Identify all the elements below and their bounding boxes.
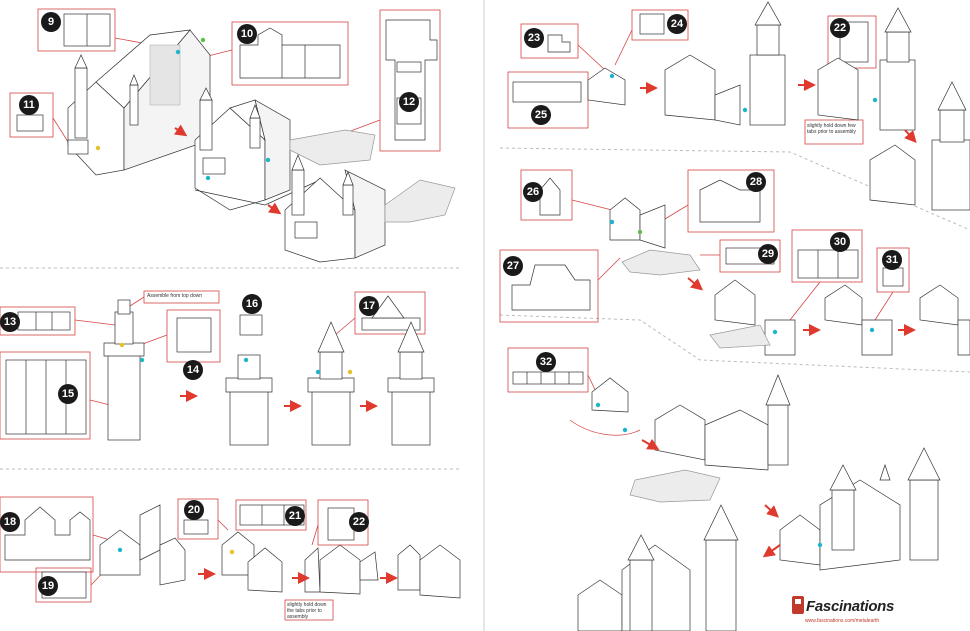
parts-9-12: [16, 13, 438, 141]
step-badge-27: 27: [503, 256, 523, 276]
step-badge-13: 13: [0, 312, 20, 332]
note-hold-down-left: slightly hold down the tabs prior to ass…: [287, 602, 327, 620]
step-badge-15: 15: [58, 384, 78, 404]
note-hold-down-right: slightly hold down few tabs prior to ass…: [807, 123, 856, 135]
step-badge-20: 20: [184, 500, 204, 520]
part-32: [512, 371, 584, 385]
step-badge-10: 10: [237, 24, 257, 44]
step-badge-31: 31: [882, 250, 902, 270]
leader-lines-5: [499, 169, 910, 323]
building-models-row3: [99, 504, 461, 599]
step-badge-12: 12: [399, 92, 419, 112]
step-badge-21: 21: [285, 506, 305, 526]
final-castle-models: [569, 374, 941, 631]
step-badge-29: 29: [758, 244, 778, 264]
castle-model-1: [67, 29, 211, 176]
step-badge-22b: 22: [830, 18, 850, 38]
castle-models-row-right-1: [587, 1, 970, 211]
parts-23-25: [512, 13, 869, 103]
note-top-down: Assemble from top down: [147, 293, 203, 299]
step-badge-14: 14: [183, 360, 203, 380]
castle-model-3: [284, 154, 456, 263]
tower-models: [103, 299, 435, 446]
step-badge-26: 26: [523, 182, 543, 202]
step-badge-18: 18: [0, 512, 20, 532]
step-badge-30: 30: [830, 232, 850, 252]
brand-logo: [792, 596, 804, 614]
step-badge-25: 25: [531, 105, 551, 125]
step-badge-28: 28: [746, 172, 766, 192]
parts-13-17: [5, 295, 421, 435]
step-badge-23: 23: [524, 28, 544, 48]
step-badge-9: 9: [41, 12, 61, 32]
connection-dots: [95, 37, 878, 555]
step-badge-11: 11: [19, 95, 39, 115]
step-badge-32: 32: [536, 352, 556, 372]
step-badge-16: 16: [242, 294, 262, 314]
step-badge-17: 17: [359, 296, 379, 316]
brand-name: Fascinations: [806, 598, 895, 615]
castle-models-row-right-2: [609, 197, 970, 356]
brand-url: www.fascinations.com/metalearth: [805, 618, 880, 624]
step-badge-22: 22: [349, 512, 369, 532]
castle-model-2: [194, 87, 376, 211]
step-badge-19: 19: [38, 576, 58, 596]
step-badge-24: 24: [667, 14, 687, 34]
